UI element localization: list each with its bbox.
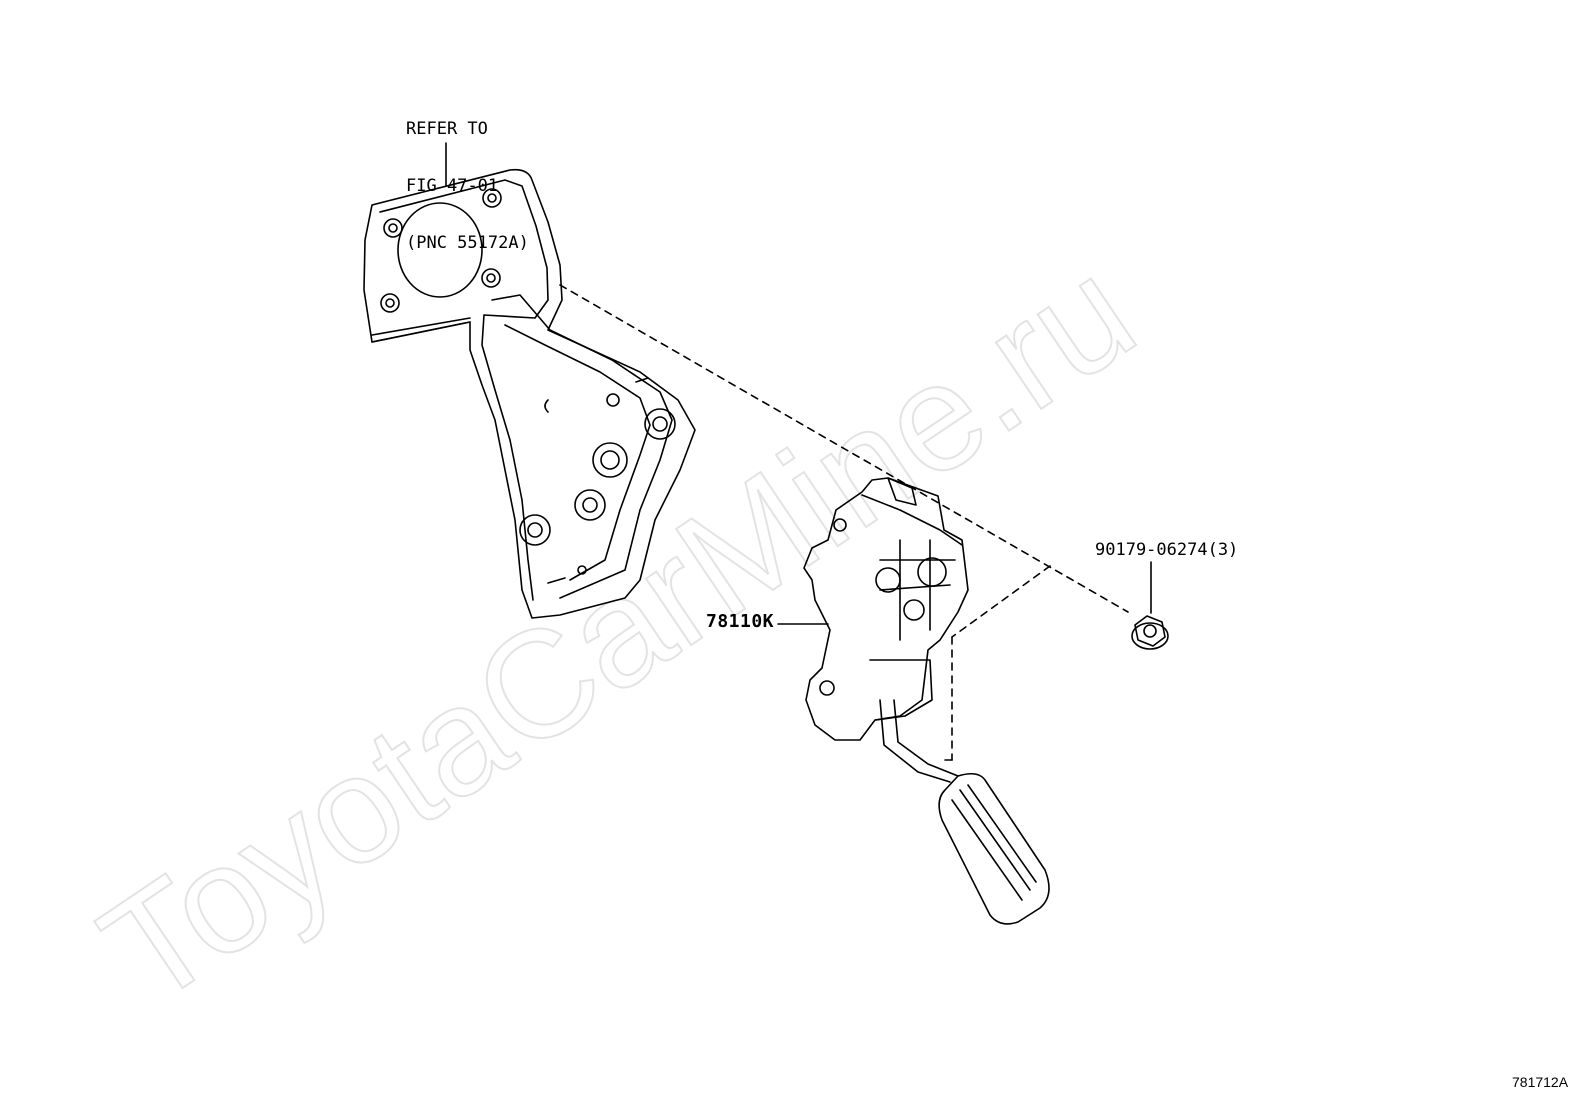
assembly-dashed-lines bbox=[559, 284, 1129, 761]
nut-hex bbox=[1134, 615, 1166, 647]
bracket-bolt-hole-1 bbox=[383, 218, 403, 238]
flange-nut bbox=[1131, 615, 1169, 650]
bracket-boss-1-inner bbox=[652, 416, 668, 432]
bracket-bolt-hole-3 bbox=[481, 268, 501, 288]
bracket-plate-edge bbox=[371, 317, 471, 336]
bracket-bolt-hole-1-inner bbox=[388, 223, 398, 233]
bracket-plate-edge-lower bbox=[371, 321, 471, 343]
bracket-large-hole bbox=[397, 202, 483, 298]
pedal-housing-ribs bbox=[879, 539, 956, 641]
nut-flange bbox=[1131, 622, 1169, 650]
pedal-bracket bbox=[363, 168, 696, 619]
bracket-rib-inner bbox=[504, 324, 651, 581]
bracket-boss-3-inner bbox=[582, 497, 598, 513]
pedal-pad-inner bbox=[951, 784, 1037, 901]
bracket-boss-2-inner bbox=[600, 450, 620, 470]
refer-line-3: (PNC 55172A) bbox=[406, 233, 529, 253]
bracket-boss-3 bbox=[574, 489, 606, 521]
refer-line-1: REFER TO bbox=[406, 119, 488, 139]
bracket-inner-outline bbox=[379, 179, 549, 601]
bracket-bolt-hole-4 bbox=[380, 293, 400, 313]
bracket-rib bbox=[491, 294, 673, 599]
bracket-hook bbox=[544, 399, 549, 413]
pedal-arm-2 bbox=[893, 699, 959, 777]
pedal-housing-connector bbox=[887, 477, 917, 506]
pedal-mount-hole-2 bbox=[833, 518, 847, 532]
bracket-bolt-hole-4-inner bbox=[385, 298, 395, 308]
bracket-small-hole bbox=[606, 393, 620, 407]
dash-nut-to-housing bbox=[951, 565, 1051, 638]
bracket-bolt-hole-2-inner bbox=[487, 193, 497, 203]
bracket-bolt-hole-3-inner bbox=[486, 273, 496, 283]
pedal-gear-3 bbox=[903, 599, 925, 621]
part-number-pedal: 78110K bbox=[706, 611, 775, 632]
bracket-boss-1 bbox=[644, 408, 676, 440]
part-number-nut: 90179-06274(3) bbox=[1095, 540, 1239, 560]
pedal-mount-hole-1 bbox=[819, 680, 835, 696]
bracket-bolt-hole-2 bbox=[482, 188, 502, 208]
pedal-gear-2 bbox=[875, 567, 901, 593]
pedal-arm bbox=[879, 699, 951, 783]
bracket-boss-4-inner bbox=[527, 522, 543, 538]
pedal-gear-1 bbox=[917, 557, 947, 587]
nut-hole bbox=[1143, 624, 1157, 638]
pedal-housing-face bbox=[861, 494, 963, 546]
bracket-slot bbox=[547, 577, 566, 584]
refer-line-2: FIG 47-01 bbox=[406, 176, 499, 196]
pedal-housing-outline bbox=[803, 477, 969, 741]
pedal-pad-outline bbox=[938, 772, 1050, 925]
bracket-boss-2 bbox=[592, 442, 628, 478]
figure-id: 781712A bbox=[1512, 1074, 1569, 1090]
accelerator-pedal-assembly bbox=[803, 477, 1050, 925]
bracket-boss-4 bbox=[519, 514, 551, 546]
bracket-slot-2 bbox=[635, 377, 649, 383]
dash-bracket-to-nut bbox=[559, 284, 1129, 613]
bracket-small-hole-2 bbox=[577, 565, 587, 575]
bracket-outline bbox=[363, 168, 696, 619]
refer-callout: REFER TO FIG 47-01 (PNC 55172A) bbox=[406, 82, 529, 272]
